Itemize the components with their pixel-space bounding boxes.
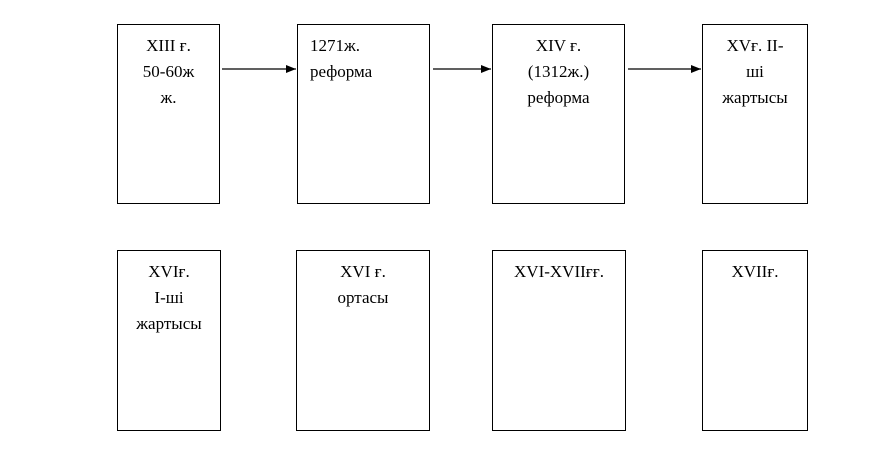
- period-box-14th-century-reform: XIV ғ. (1312ж.) реформа: [492, 24, 625, 204]
- period-box-16th-17th-centuries: XVI-XVIIғғ.: [492, 250, 626, 431]
- box-text-line: XVғ. II-: [726, 36, 784, 55]
- box-text-line: реформа: [527, 88, 590, 107]
- box-text-line: XVIIғ.: [731, 262, 779, 281]
- box-text-line: жартысы: [136, 314, 202, 333]
- box-text-line: реформа: [310, 62, 373, 81]
- box-text-line: XIII ғ.: [146, 36, 191, 55]
- period-box-17th-century: XVIIғ.: [702, 250, 808, 431]
- box-text-line: (1312ж.): [527, 62, 590, 81]
- box-text-line: ші: [746, 62, 764, 81]
- box-text-line: 50-60ж: [142, 62, 195, 81]
- period-box-13th-century: XIII ғ. 50-60ж ж.: [117, 24, 220, 204]
- box-text-line: 1271ж.: [310, 36, 360, 55]
- period-box-16th-century-middle: XVI ғ. ортасы: [296, 250, 430, 431]
- box-text-line: жартысы: [722, 88, 788, 107]
- box-text-line: XIV ғ.: [535, 36, 582, 55]
- box-text-line: XVI-XVIIғғ.: [514, 262, 604, 281]
- box-text-line: ж.: [160, 88, 177, 107]
- box-text-line: XVIғ.: [148, 262, 190, 281]
- period-box-15th-century-second-half: XVғ. II- ші жартысы: [702, 24, 808, 204]
- box-text-line: XVI ғ.: [340, 262, 386, 281]
- box-text-line: ортасы: [337, 288, 389, 307]
- period-box-1271-reform: 1271ж. реформа: [297, 24, 430, 204]
- box-text-line: I-ші: [154, 288, 184, 307]
- period-box-16th-century-first-half: XVIғ. I-ші жартысы: [117, 250, 221, 431]
